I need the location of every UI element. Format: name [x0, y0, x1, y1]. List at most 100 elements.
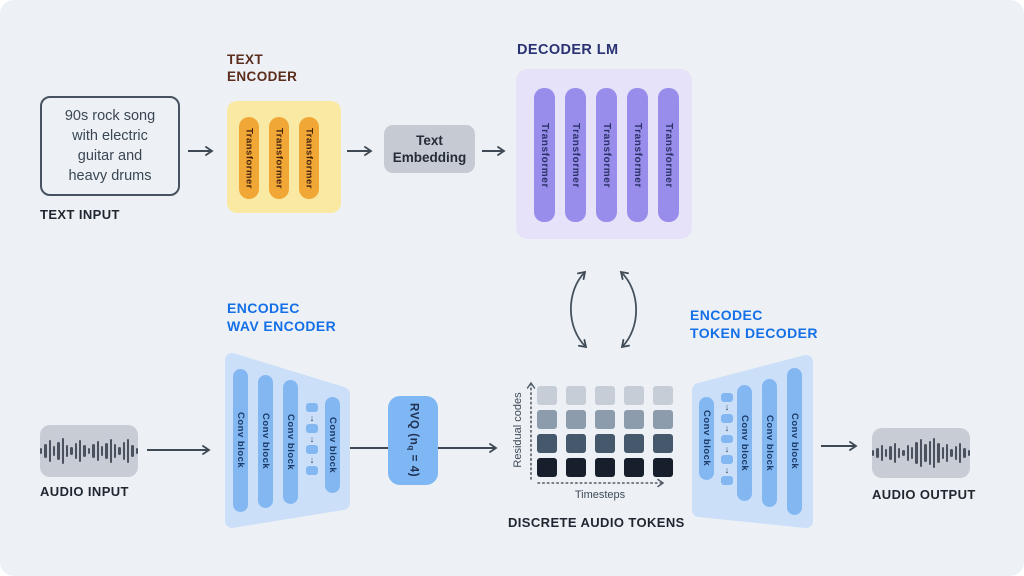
conv-block-label: Conv block — [789, 413, 800, 470]
transformer-label: Transformer — [243, 127, 255, 189]
audio-token-cell — [624, 386, 644, 405]
audio-token-cell — [624, 458, 644, 477]
audio-input-waveform-icon — [40, 425, 138, 477]
audio-token-cell — [566, 434, 586, 453]
waveform-bar — [963, 448, 966, 458]
audio-token-cell — [653, 458, 673, 477]
transformer-label: Transformer — [601, 122, 612, 188]
waveform-bar — [928, 441, 931, 465]
waveform-bar — [48, 440, 52, 462]
waveform-bar — [967, 450, 970, 456]
waveform-bar — [83, 445, 86, 457]
rvq-label: RVQ (nq = 4) — [406, 403, 420, 478]
waveform-bar — [950, 449, 953, 457]
text-encoder-transformer-bar: Transformer — [299, 117, 319, 199]
waveform-bar — [135, 448, 138, 454]
audio-token-cell — [624, 410, 644, 429]
decoder-lm-transformer-bar: Transformer — [627, 88, 648, 222]
waveform-bar — [872, 450, 875, 456]
waveform-bar — [941, 447, 944, 459]
token-decoder-conv-block: Conv block — [762, 379, 777, 507]
wav-encoder-hidden-layers-dots: ↓ ↓ ↓ — [305, 392, 319, 486]
decoder-lm-transformer-bar: Transformer — [565, 88, 586, 222]
waveform-bar — [79, 440, 82, 462]
curved-arrow-down — [619, 270, 638, 349]
token-decoder-hidden-layers-dots: ↓↓↓↓ — [720, 393, 734, 485]
audio-token-cell — [595, 458, 615, 477]
text-input-box: 90s rock song with electric guitar and h… — [40, 96, 180, 196]
waveform-bar — [126, 439, 130, 463]
waveform-bar — [92, 444, 95, 458]
waveform-bar — [113, 444, 117, 458]
audio-token-cell — [566, 386, 586, 405]
conv-block-label: Conv block — [260, 413, 271, 470]
down-arrow-icon: ↓ — [309, 412, 315, 423]
waveform-bar — [954, 446, 957, 460]
decoder-lm-transformer-bar: Transformer — [658, 88, 679, 222]
wav-encoder-title: ENCODEC WAV ENCODER — [227, 300, 337, 334]
waveform-bar — [70, 447, 73, 455]
discrete-audio-tokens-grid — [537, 386, 673, 477]
waveform-bar — [898, 448, 901, 458]
down-arrow-icon: ↓ — [309, 454, 315, 465]
text-input-label: TEXT INPUT — [40, 207, 120, 222]
waveform-bar — [118, 447, 121, 455]
conv-block-label: Conv block — [701, 410, 712, 467]
decoder-lm-transformer-bar: Transformer — [596, 88, 617, 222]
token-decoder-conv-block: Conv block — [699, 397, 714, 480]
down-arrow-icon: ↓ — [309, 433, 315, 444]
layer-dot — [306, 445, 318, 454]
audio-token-cell — [537, 386, 557, 405]
token-decoder-title: ENCODEC TOKEN DECODER — [690, 307, 818, 341]
decoder-lm-title: DECODER LM — [517, 42, 619, 58]
layer-dot — [721, 434, 733, 444]
conv-block-label: Conv block — [235, 412, 246, 469]
decoder-lm-transformer-bar: Transformer — [534, 88, 555, 222]
waveform-bar — [131, 445, 134, 457]
residual-codes-axis-label: Residual codes — [512, 392, 524, 468]
audio-token-cell — [595, 410, 615, 429]
layer-dot — [306, 403, 318, 412]
waveform-bar — [57, 442, 60, 460]
waveform-bar — [885, 449, 888, 457]
waveform-bar — [105, 443, 108, 459]
audio-token-cell — [566, 410, 586, 429]
discrete-audio-tokens-label: DISCRETE AUDIO TOKENS — [508, 515, 685, 530]
rvq-box: RVQ (nq = 4) — [388, 396, 438, 485]
conv-block-label: Conv block — [285, 413, 296, 471]
waveform-bar — [932, 438, 936, 468]
waveform-bar — [122, 442, 125, 460]
waveform-bar — [100, 446, 104, 456]
waveform-bar — [958, 443, 962, 463]
waveform-bar — [87, 448, 91, 454]
text-embedding-box: Text Embedding — [384, 125, 475, 173]
waveform-bar — [96, 441, 99, 461]
audio-input-label: AUDIO INPUT — [40, 484, 129, 499]
audio-token-cell — [537, 434, 557, 453]
curved-arrow-up — [569, 270, 588, 349]
conv-block-label: Conv block — [327, 416, 338, 474]
waveform-bar — [911, 447, 914, 459]
audio-token-cell — [566, 458, 586, 477]
audio-token-cell — [653, 410, 673, 429]
waveform-bar — [53, 446, 56, 456]
text-encoder-transformer-bar: Transformer — [239, 117, 259, 199]
conv-block-label: Conv block — [739, 414, 750, 472]
token-decoder-conv-block: Conv block — [737, 385, 752, 501]
audio-token-cell — [595, 434, 615, 453]
conv-block-label: Conv block — [764, 414, 775, 472]
wav-encoder-conv-block: Conv block — [283, 380, 298, 504]
transformer-label: Transformer — [273, 127, 285, 189]
waveform-bar — [876, 448, 879, 458]
audio-token-cell — [653, 434, 673, 453]
waveform-bar — [937, 443, 940, 463]
wav-encoder-conv-block: Conv block — [233, 369, 248, 512]
transformer-label: Transformer — [539, 122, 550, 188]
layer-dot — [306, 424, 318, 433]
audio-output-label: AUDIO OUTPUT — [872, 487, 976, 502]
down-arrow-icon: ↓ — [724, 402, 730, 413]
audio-token-cell — [624, 434, 644, 453]
layer-dot — [306, 466, 318, 475]
text-encoder-title: TEXT ENCODER — [227, 52, 298, 84]
